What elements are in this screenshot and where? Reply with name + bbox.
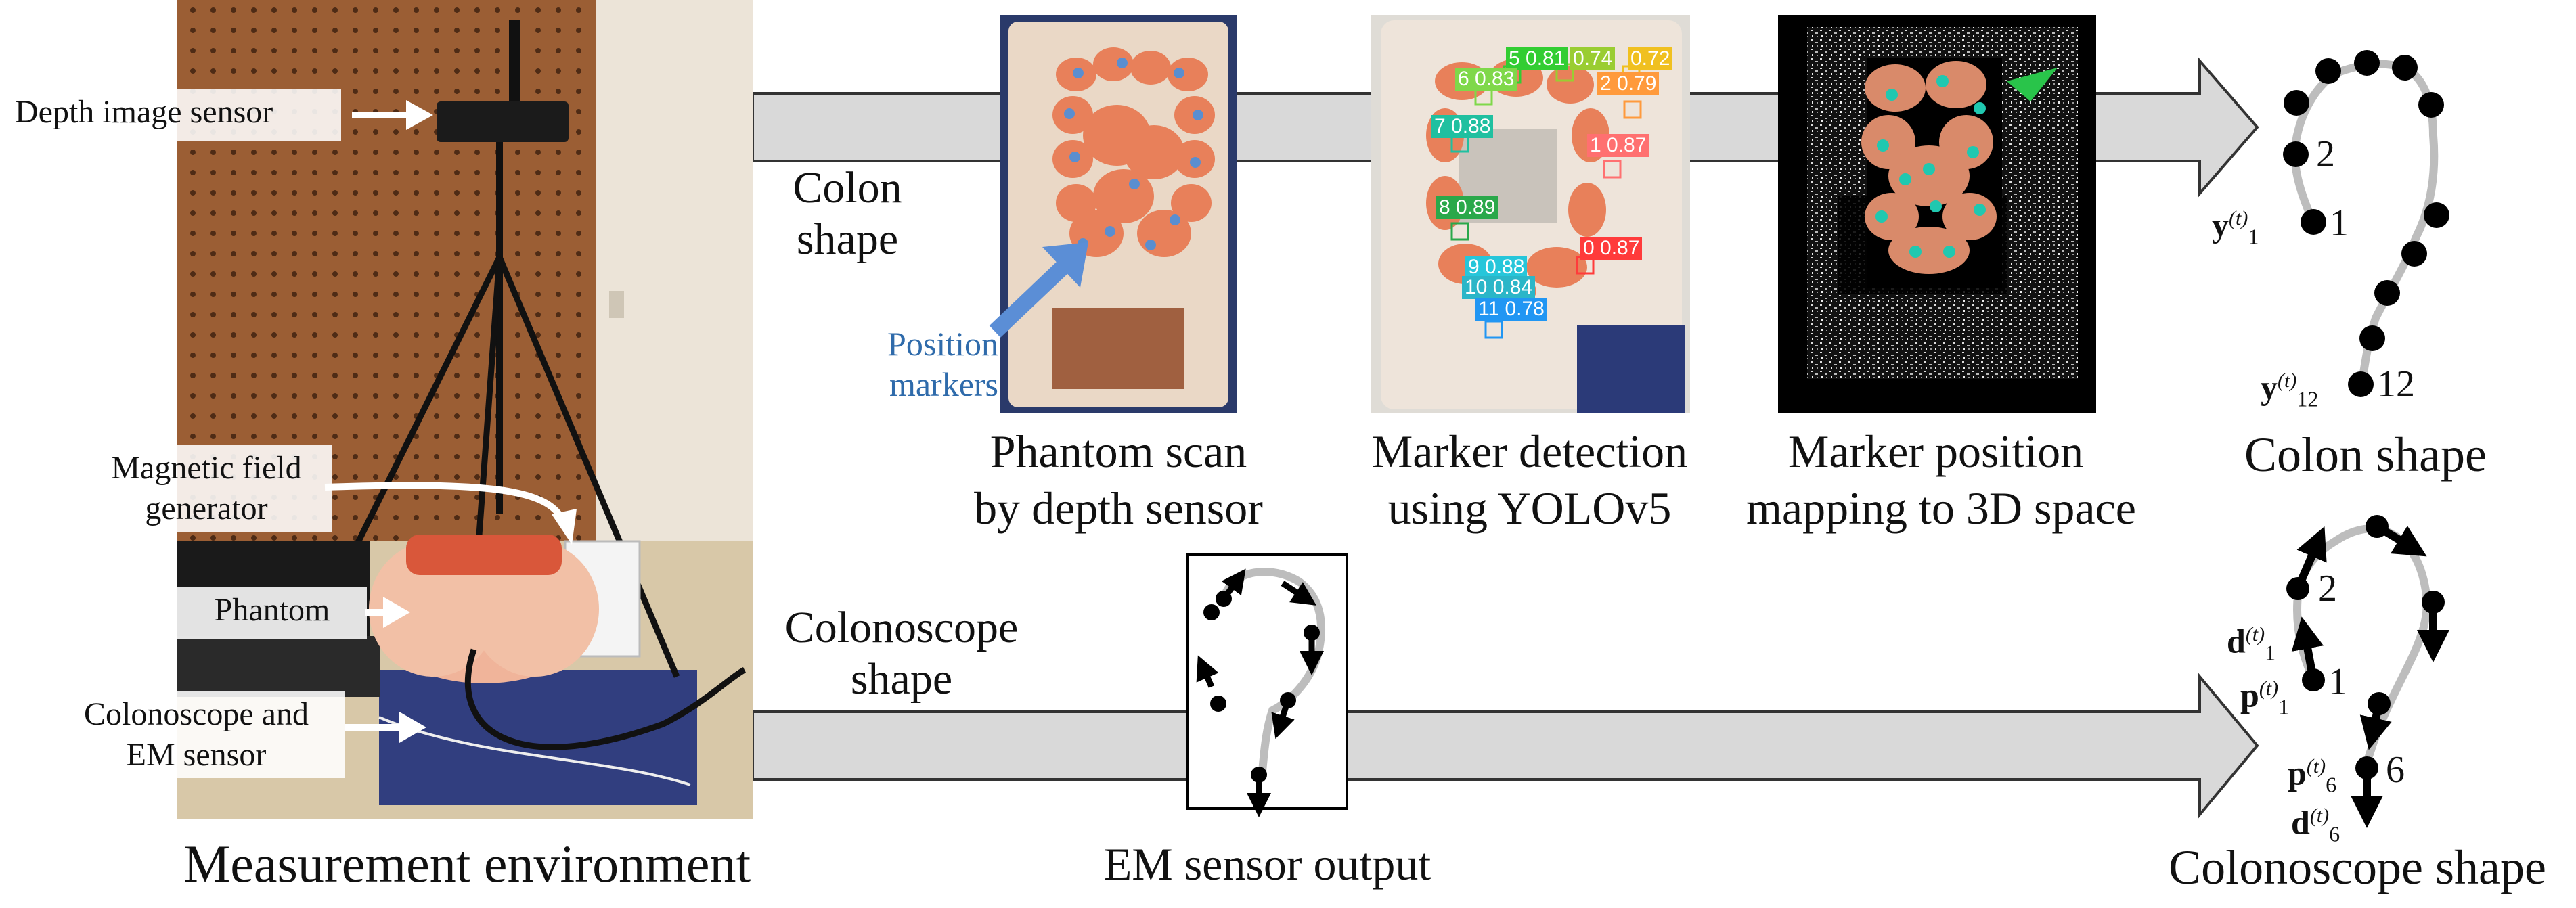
- detection-label: 0.72: [1628, 47, 1673, 70]
- phantom-scan-image: [1000, 15, 1237, 413]
- callout-arrows: [324, 100, 577, 743]
- detection-label: 11 0.78: [1475, 298, 1547, 321]
- colon-index-2: 2: [2316, 133, 2335, 175]
- colonoscope-shape-row-label: Colonoscope shape: [784, 603, 1019, 704]
- colonoscope-index-2: 2: [2318, 568, 2337, 610]
- detection-label: 5 0.81: [1506, 47, 1568, 70]
- detection-label: 1 0.87: [1587, 134, 1649, 157]
- measurement-environment-caption: Measurement environment: [183, 834, 751, 893]
- colonoscope-shape-caption: Colonoscope shape: [2169, 840, 2546, 894]
- label-p6: p(t)6: [2288, 754, 2337, 797]
- em-sensor-output-caption: EM sensor output: [1103, 838, 1431, 890]
- label-d6: d(t)6: [2291, 803, 2340, 846]
- label-y1: y(t)1: [2212, 206, 2259, 249]
- colon-index-1: 1: [2330, 202, 2349, 244]
- label-y12: y(t)12: [2261, 368, 2319, 411]
- callout-depth-sensor: Depth image sensor: [9, 89, 341, 141]
- point-cloud-image: [1778, 15, 2096, 413]
- detection-label: 0 0.87: [1580, 237, 1643, 260]
- colon-shape-caption: Colon shape: [2244, 428, 2487, 482]
- position-markers-annotation: Position markers: [887, 325, 998, 403]
- colon-shape-row-label: Colon shape: [793, 163, 902, 264]
- step-caption-phantom-scan: Phantom scan by depth sensor: [974, 426, 1263, 534]
- detection-label: 0.74: [1570, 47, 1616, 70]
- detection-label: 9 0.88: [1465, 256, 1528, 279]
- detection-label: 10 0.84: [1462, 276, 1536, 299]
- colonoscope-index-6: 6: [2386, 749, 2405, 791]
- detection-label: 6 0.83: [1455, 68, 1517, 91]
- callout-field-generator: Magnetic field generator: [81, 445, 332, 532]
- detection-label: 8 0.89: [1436, 196, 1498, 219]
- position-markers-arrow: [989, 242, 1088, 338]
- callout-colonoscope: Colonoscope and EM sensor: [47, 691, 345, 778]
- em-sensor-output-box: [1186, 553, 1348, 817]
- callout-phantom: Phantom: [177, 587, 367, 639]
- step-caption-3d-mapping: Marker position mapping to 3D space: [1746, 426, 2136, 534]
- label-d1: d(t)1: [2227, 622, 2276, 665]
- colonoscope-index-1: 1: [2328, 661, 2347, 703]
- detection-label: 2 0.79: [1597, 72, 1660, 95]
- measurement-environment-photo: [177, 0, 753, 819]
- colon-shape-graph: [2283, 50, 2449, 397]
- colonoscope-pipeline-arrow: [751, 673, 2259, 819]
- step-caption-marker-detection: Marker detection using YOLOv5: [1371, 426, 1688, 534]
- colonoscope-shape-graph: [2286, 515, 2449, 828]
- label-p1: p(t)1: [2240, 676, 2290, 719]
- colon-index-12: 12: [2377, 363, 2415, 405]
- detection-label: 7 0.88: [1431, 115, 1494, 138]
